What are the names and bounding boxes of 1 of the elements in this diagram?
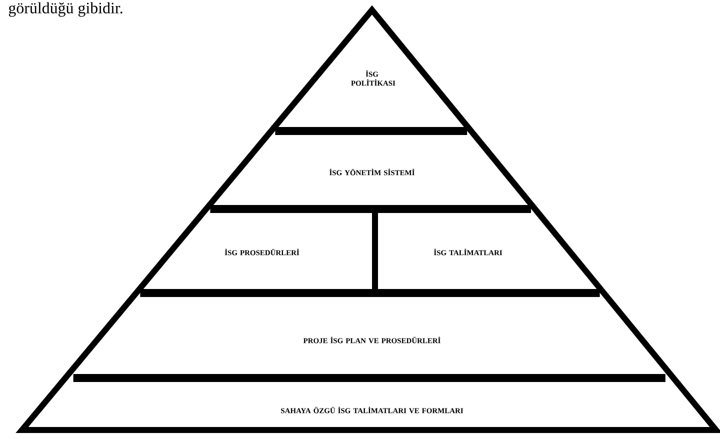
body-text: görüldüğü gibidir. [8,2,122,17]
